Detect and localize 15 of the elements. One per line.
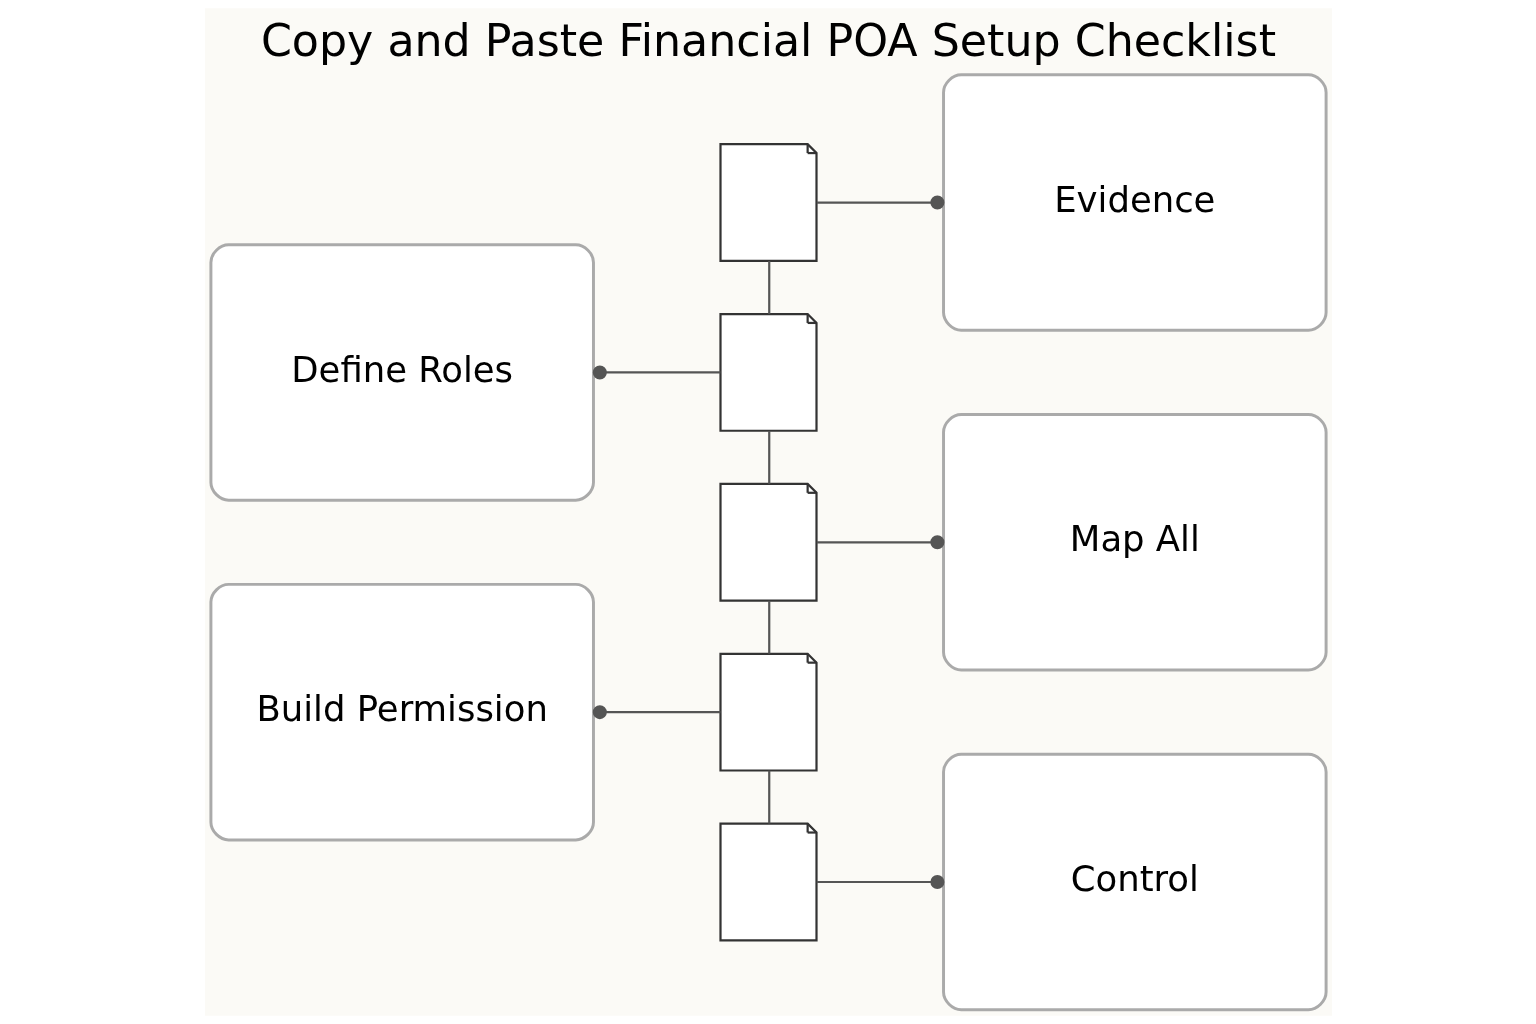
node-box: Control <box>941 752 1328 1012</box>
connector <box>816 195 944 210</box>
node-box: Map All <box>941 413 1328 672</box>
node-box: Define Roles <box>208 243 595 502</box>
connector <box>767 600 770 654</box>
node-box: Evidence <box>941 73 1328 332</box>
connector <box>767 430 770 484</box>
connector <box>592 705 720 720</box>
connector <box>767 770 770 824</box>
node-box: Build Permission <box>208 582 595 842</box>
connector <box>767 261 770 314</box>
diagram-title: Copy and Paste Financial POA Setup Checklist <box>260 14 1276 66</box>
connector <box>816 535 944 550</box>
connector <box>816 875 944 889</box>
connector <box>592 365 720 380</box>
